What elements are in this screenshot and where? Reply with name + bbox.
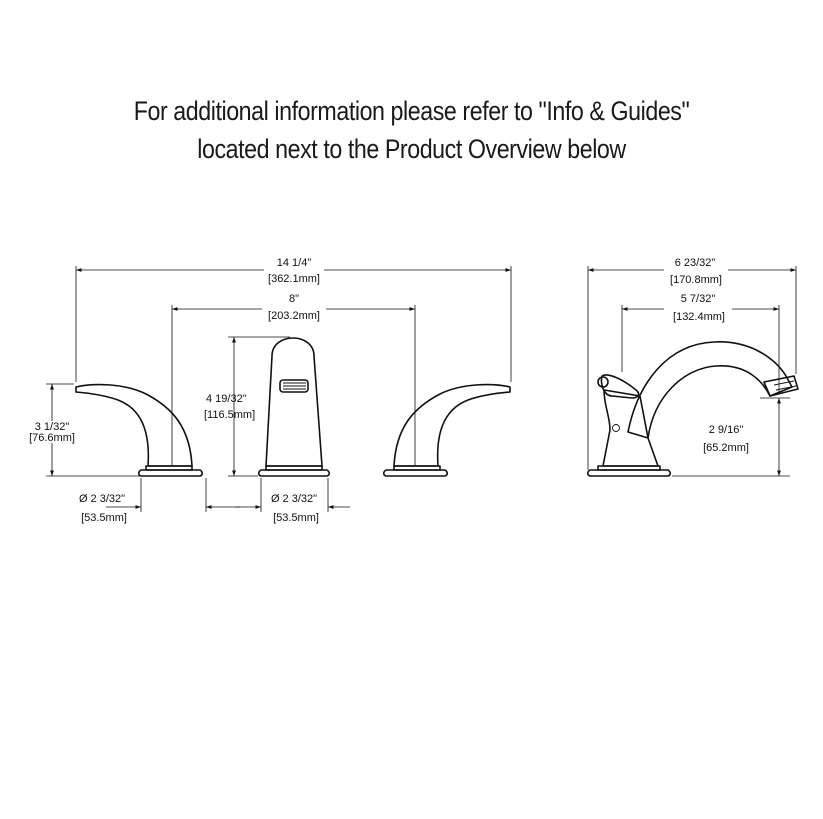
- left-handle: [75, 383, 204, 477]
- spout-height-imperial: 4 19/32": [206, 393, 247, 405]
- spout-base-diameter-dimension: Ø 2 3/32" [53.5mm]: [235, 478, 350, 524]
- info-header-line-1: For additional information please refer …: [133, 96, 690, 126]
- aerator-height-metric: [65.2mm]: [703, 442, 749, 454]
- front-view: 14 1/4" [362.1mm] 8" [203.2mm] 3 1/32" […: [24, 257, 512, 524]
- side-view: 6 23/32" [170.8mm] 5 7/32" [132.4mm] 2 9…: [586, 257, 799, 477]
- side-faucet-body: [586, 341, 799, 477]
- handle-base-diameter-metric: [53.5mm]: [81, 512, 127, 524]
- spout-base-diameter-imperial: Ø 2 3/32": [271, 493, 317, 505]
- spout-base-diameter-metric: [53.5mm]: [273, 512, 319, 524]
- handle-base-diameter-imperial: Ø 2 3/32": [79, 493, 125, 505]
- aerator-height-imperial: 2 9/16": [709, 424, 744, 436]
- overall-width-dimension: 14 1/4" [362.1mm]: [75, 257, 512, 382]
- handle-height-metric: [76.6mm]: [29, 432, 75, 444]
- spout-reach-imperial: 5 7/32": [681, 293, 716, 305]
- right-handle: [382, 383, 511, 477]
- spout-reach-metric: [132.4mm]: [673, 311, 725, 323]
- spout-reach-dimension: 5 7/32" [132.4mm]: [621, 293, 780, 392]
- handle-height-imperial: 3 1/32": [35, 421, 70, 433]
- center-spread-imperial: 8": [289, 293, 299, 305]
- center-spout: [257, 337, 331, 477]
- side-overall-depth-imperial: 6 23/32": [675, 257, 716, 269]
- handle-height-dimension: 3 1/32" [76.6mm]: [24, 383, 140, 477]
- side-overall-depth-metric: [170.8mm]: [670, 274, 722, 286]
- spout-height-metric: [116.5mm]: [204, 409, 255, 421]
- info-header-line-2: located next to the Product Overview bel…: [197, 134, 626, 164]
- center-spread-metric: [203.2mm]: [268, 310, 320, 322]
- aerator-height-dimension: 2 9/16" [65.2mm]: [672, 397, 790, 477]
- overall-width-metric: [362.1mm]: [268, 273, 320, 285]
- center-spread-dimension: 8" [203.2mm]: [171, 293, 416, 466]
- overall-width-imperial: 14 1/4": [277, 257, 312, 269]
- side-overall-depth-dimension: 6 23/32" [170.8mm]: [587, 257, 797, 470]
- handle-base-diameter-dimension: Ø 2 3/32" [53.5mm]: [79, 478, 240, 524]
- spout-height-dimension: 4 19/32" [116.5mm]: [204, 336, 290, 477]
